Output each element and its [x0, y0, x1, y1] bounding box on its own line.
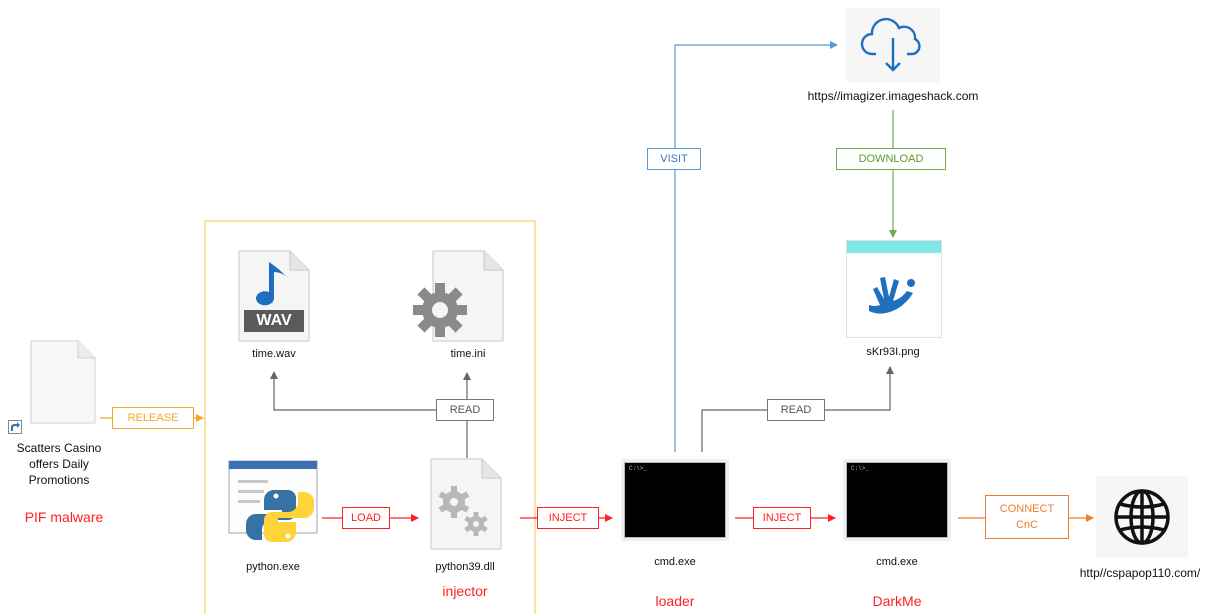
connect-label-line1: CONNECT	[999, 503, 1055, 515]
inject-label-2: INJECT	[753, 507, 811, 529]
read-label-png: READ	[767, 399, 825, 421]
pif-name-line3: Promotions	[28, 473, 90, 487]
dll-file-icon	[430, 458, 502, 550]
connect-label-line2: CnC	[1015, 519, 1038, 531]
shortcut-arrow-icon	[8, 420, 22, 434]
python-exe-label: python.exe	[246, 561, 300, 573]
pif-malware-tag: PIF malware	[24, 509, 104, 525]
loader-terminal-window: C:\>_	[624, 462, 726, 538]
python-dll-label: python39.dll	[435, 561, 495, 573]
read-arrow-ini	[270, 371, 468, 458]
pif-name-line1: Scatters Casino	[16, 441, 102, 455]
gear-icon	[412, 282, 468, 338]
wav-file-icon: WAV	[238, 250, 310, 342]
darkme-terminal-window: C:\>_	[846, 462, 948, 538]
cloud-download-icon	[846, 8, 940, 82]
visit-arrow	[674, 41, 838, 452]
connect-label: CONNECT CnC	[985, 495, 1069, 539]
read-label-ini: READ	[436, 399, 494, 421]
terminal-prompt: C:\>_	[629, 465, 648, 472]
loader-cmd-label: cmd.exe	[654, 556, 696, 568]
cnc-url-label: http//cspapop110.com/	[1079, 566, 1201, 580]
download-label: DOWNLOAD	[836, 148, 946, 170]
png-image-icon	[846, 240, 942, 338]
globe-icon	[1096, 476, 1188, 558]
inject-label-1: INJECT	[537, 507, 599, 529]
time-wav-label: time.wav	[252, 348, 296, 360]
terminal-prompt: C:\>_	[851, 465, 870, 472]
injector-group-box	[204, 220, 536, 614]
visit-label: VISIT	[647, 148, 701, 170]
image-host-url: https//imagizer.imageshack.com	[807, 89, 979, 103]
injector-role-label: injector	[442, 583, 488, 599]
time-ini-label: time.ini	[450, 348, 486, 360]
pif-name-line2: offers Daily	[29, 457, 89, 471]
darkme-cmd-label: cmd.exe	[876, 556, 918, 568]
png-file-label: sKr93I.png	[866, 346, 920, 358]
python-exe-icon	[228, 460, 324, 542]
pif-file-icon	[30, 340, 96, 424]
darkme-role-label: DarkMe	[872, 593, 922, 609]
release-label: RELEASE	[112, 407, 194, 429]
wav-badge: WAV	[256, 312, 292, 329]
loader-role-label: loader	[655, 593, 695, 609]
load-label: LOAD	[342, 507, 390, 529]
